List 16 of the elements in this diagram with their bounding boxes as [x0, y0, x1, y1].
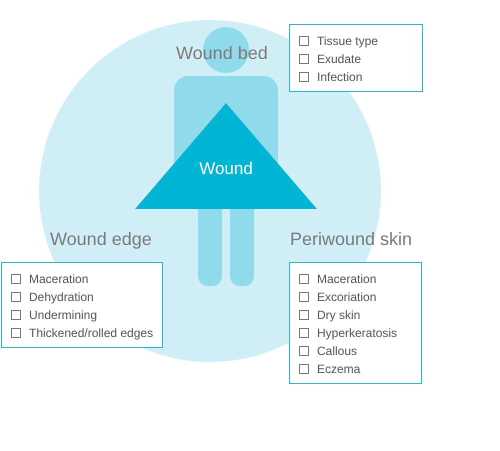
checklist-item: Excoriation — [317, 290, 376, 304]
checklist-item: Undermining — [29, 308, 98, 322]
checklist-item: Maceration — [317, 272, 376, 286]
checklist-item: Exudate — [317, 52, 362, 66]
heading: Periwound skin — [290, 229, 412, 250]
checklist-item: Eczema — [317, 362, 360, 376]
checklist-item: Dehydration — [29, 290, 94, 304]
checklist-item: Tissue type — [317, 34, 378, 48]
checklist-item: Hyperkeratosis — [317, 326, 398, 340]
checklist-item: Dry skin — [317, 308, 360, 322]
checklist-item: Callous — [317, 344, 358, 358]
checklist-item: Thickened/rolled edges — [29, 326, 154, 340]
checklist-item: Maceration — [29, 272, 88, 286]
heading: Wound edge — [50, 229, 152, 250]
node-label: Wound — [198, 159, 254, 179]
checklist-item: Infection — [317, 70, 362, 84]
